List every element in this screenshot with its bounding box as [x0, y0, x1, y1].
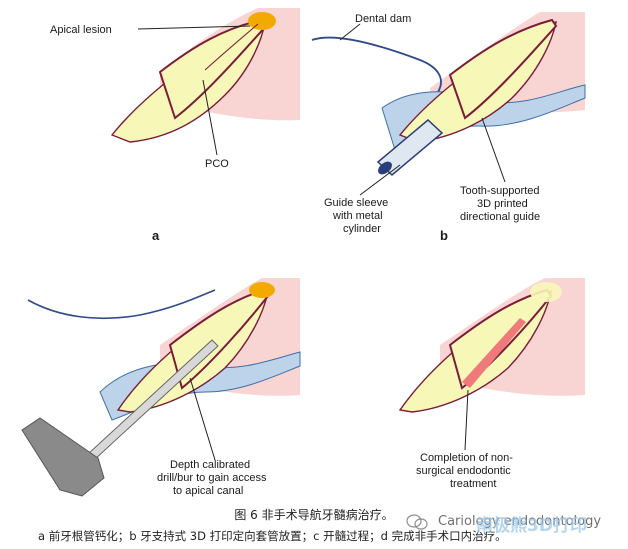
panel-d: Completion of non- surgical endodontic t… — [398, 278, 585, 490]
label-tooth-guide-3: directional guide — [460, 211, 540, 223]
watermark: Cariology endodontology 南极熊3D打印 — [398, 511, 628, 536]
panel-letter-a: a — [152, 228, 160, 243]
label-completion-3: treatment — [450, 478, 496, 490]
panel-letter-b: b — [440, 228, 448, 243]
label-guide-sleeve-3: cylinder — [343, 223, 381, 235]
dental-dam-c — [27, 289, 216, 320]
apical-lesion-a — [248, 12, 276, 30]
watermark-cn: 南极熊3D打印 — [476, 516, 587, 536]
leader-tooth-guide — [481, 117, 506, 183]
leader-drill — [189, 377, 216, 461]
leader-apical-lesion — [137, 25, 251, 30]
label-guide-sleeve-1: Guide sleeve — [324, 197, 388, 209]
dental-dam-b — [311, 36, 442, 93]
wechat-icon — [406, 514, 428, 530]
apical-lesion-c — [249, 282, 275, 298]
sleeve-opening-b — [378, 161, 392, 175]
healed-apex-d — [530, 282, 562, 302]
label-drill-1: Depth calibrated — [170, 459, 250, 471]
figure-caption-subtitle: a 前牙根管钙化；b 牙支持式 3D 打印定向套管放置；c 开髓过程；d 完成非… — [38, 529, 507, 543]
label-drill-3: to apical canal — [173, 485, 243, 497]
drill-handpiece-c — [21, 417, 105, 497]
label-drill-2: drill/bur to gain access — [157, 472, 267, 484]
canal-a — [204, 23, 259, 71]
leader-guide-sleeve — [359, 164, 401, 196]
label-completion-1: Completion of non- — [420, 452, 513, 464]
label-tooth-guide-2: 3D printed — [477, 198, 528, 210]
leader-pco — [202, 79, 218, 156]
label-apical-lesion: Apical lesion — [50, 24, 112, 36]
panel-c: Depth calibrated drill/bur to gain acces… — [21, 278, 301, 497]
label-guide-sleeve-2: with metal — [332, 210, 383, 222]
root-b — [448, 18, 558, 120]
panel-b: Dental dam Guide sleeve with metal cylin… — [311, 12, 586, 243]
watermark-text: Cariology endodontology — [438, 514, 602, 529]
figure-caption-title: 图 6 非手术导航牙髓病治疗。 — [234, 508, 394, 522]
label-dental-dam: Dental dam — [355, 13, 411, 25]
label-pco: PCO — [205, 158, 229, 170]
leader-dental-dam — [339, 23, 361, 41]
label-tooth-guide-1: Tooth-supported — [460, 185, 540, 197]
leader-completion — [464, 389, 469, 451]
panel-a: Apical lesion PCO a — [50, 8, 300, 243]
label-completion-2: surgical endodontic — [416, 465, 511, 477]
root-filling-d — [462, 318, 526, 388]
